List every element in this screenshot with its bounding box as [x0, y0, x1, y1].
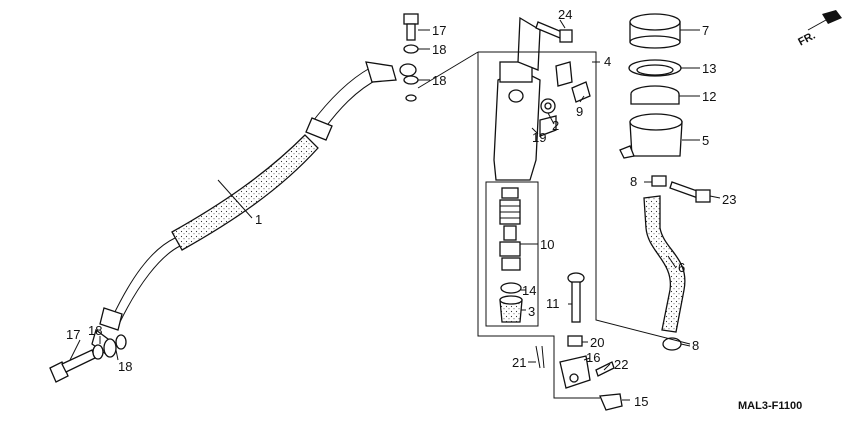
callout-8-upper: 8 [630, 174, 637, 189]
callout-19: 19 [532, 130, 546, 145]
callout-18-lower-a: 18 [88, 323, 102, 338]
callout-17-upper: 17 [432, 23, 446, 38]
callout-7: 7 [702, 23, 709, 38]
callout-12: 12 [702, 89, 716, 104]
callout-9: 9 [576, 104, 583, 119]
callout-2: 2 [552, 118, 559, 133]
reservoir-bolt-23 [669, 181, 711, 203]
push-rod [567, 272, 585, 323]
callout-1: 1 [255, 212, 262, 227]
upper-banjo-bolt [403, 13, 419, 102]
lower-banjo-bolt [49, 334, 127, 383]
clevis [559, 355, 591, 389]
callout-22: 22 [614, 357, 628, 372]
lock-nut [567, 335, 583, 347]
mounting-bolt-24 [535, 21, 573, 43]
callout-16: 16 [586, 350, 600, 365]
diagram-code: MAL3-F1100 [738, 400, 802, 412]
clevis-pin [599, 393, 623, 411]
reservoir-plate [630, 85, 680, 105]
front-direction-indicator: FR. [796, 10, 842, 49]
hose-clip-upper [651, 175, 667, 187]
assembly-boundary [417, 51, 691, 399]
callout-20: 20 [590, 335, 604, 350]
callout-10: 10 [540, 237, 554, 252]
callout-18-upper-b: 18 [432, 73, 446, 88]
cotter-pin [535, 345, 545, 369]
leader-lines [69, 19, 721, 401]
callout-14: 14 [522, 283, 536, 298]
master-cylinder-body [493, 16, 591, 181]
callout-18-lower-b: 18 [118, 359, 132, 374]
callout-labels: 1 2 3 4 5 6 7 8 8 9 10 11 12 13 14 15 16… [66, 7, 736, 409]
front-arrow-icon [822, 10, 842, 24]
callout-15: 15 [634, 394, 648, 409]
callout-5: 5 [702, 133, 709, 148]
callout-17-lower: 17 [66, 327, 80, 342]
reservoir-tank [619, 113, 683, 159]
brake-hose [91, 61, 417, 355]
callout-3: 3 [528, 304, 535, 319]
callout-21: 21 [512, 355, 526, 370]
callout-13: 13 [702, 61, 716, 76]
direction-label: FR. [796, 30, 817, 49]
callout-8-lower: 8 [692, 338, 699, 353]
piston-kit [499, 187, 523, 323]
callout-24: 24 [558, 7, 572, 22]
reservoir-cap [629, 13, 681, 49]
callout-4: 4 [604, 54, 611, 69]
callout-6: 6 [678, 260, 685, 275]
callout-18-upper-a: 18 [432, 42, 446, 57]
callout-11: 11 [546, 296, 560, 311]
reservoir-hose [643, 195, 686, 333]
callout-23: 23 [722, 192, 736, 207]
reservoir-diaphragm [628, 59, 682, 77]
